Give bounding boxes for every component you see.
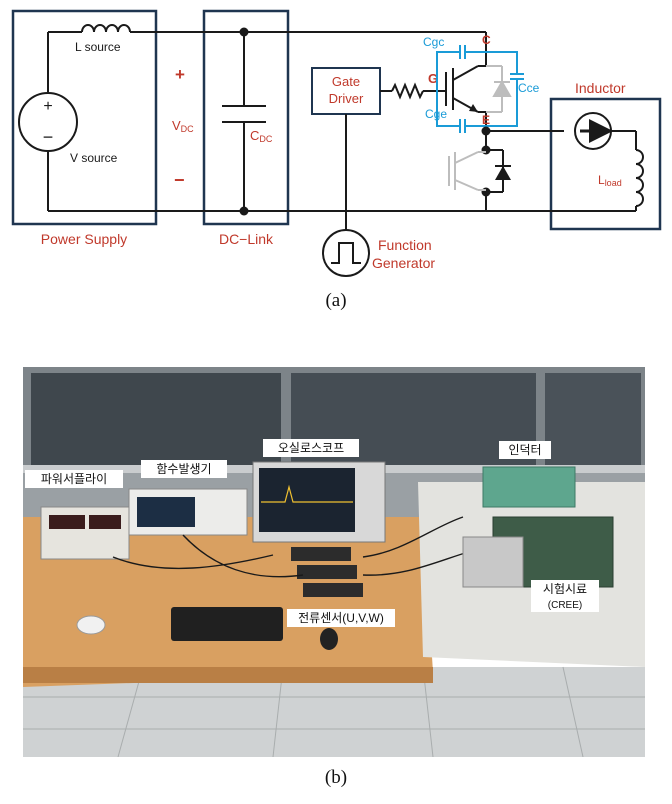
cgc-label: Cgc	[423, 35, 444, 49]
dc-link-box	[202, 9, 290, 226]
vsource-minus: −	[43, 127, 54, 147]
window-right	[545, 373, 641, 465]
bus-wires	[156, 31, 486, 212]
inductor-box	[549, 97, 662, 231]
cge-label: Cge	[425, 107, 447, 121]
gate-driver-line2: Driver	[329, 91, 364, 106]
l-source-label: L source	[75, 40, 121, 54]
svg-text:전류센서(U,V,W): 전류센서(U,V,W)	[298, 611, 384, 625]
lab-photo: 파워서플라이 함수발생기 오실로스코프 인덕터 전류센서(U,V,W) 시험시료…	[23, 367, 645, 757]
svg-text:시험시료: 시험시료	[543, 582, 587, 596]
mouse-white	[76, 615, 106, 635]
upper-igbt-icon	[445, 32, 487, 131]
svg-text:오실로스코프: 오실로스코프	[278, 441, 344, 455]
fixture-plate	[462, 536, 524, 588]
lower-igbt-icon	[448, 151, 486, 191]
label-current-sensor: 전류센서(U,V,W)	[287, 609, 395, 627]
dc-link-label: DC−Link	[219, 231, 274, 247]
scope-trace	[261, 484, 353, 503]
caption-a: (a)	[325, 290, 347, 311]
circuit-diagram: + − L source V source + − VDC CDC Gate D…	[11, 9, 662, 277]
dc-node-bottom	[239, 206, 249, 216]
inductor-unit	[482, 466, 576, 508]
svg-text:파워서플라이: 파워서플라이	[41, 472, 107, 486]
dc-minus-label: −	[174, 170, 185, 190]
window-left	[31, 373, 281, 465]
keyboard	[171, 607, 283, 641]
fg-screen	[137, 497, 195, 527]
function-generator-line2: Generator	[372, 255, 435, 271]
label-function-generator: 함수발생기	[141, 460, 227, 478]
lower-diode-icon	[495, 165, 511, 180]
cdc-label: CDC	[250, 128, 273, 144]
lower-node-top	[481, 145, 491, 155]
node-g-label: G	[428, 71, 438, 86]
node-e-label: E	[482, 113, 490, 127]
label-test-sample: 시험시료 (CREE)	[531, 580, 599, 612]
cce-label: Cce	[518, 81, 540, 95]
pulse-wave-icon	[331, 242, 361, 264]
scope-screen	[259, 468, 355, 532]
current-sensor-boxes	[291, 547, 363, 597]
svg-text:인덕터: 인덕터	[508, 443, 541, 457]
power-supply-wiring	[47, 24, 156, 212]
gate-driver-line1: Gate	[332, 74, 360, 89]
svg-text:함수발생기: 함수발생기	[156, 462, 211, 476]
power-supply-box	[11, 9, 158, 226]
vdc-label: VDC	[172, 118, 194, 134]
v-source-label: V source	[70, 151, 118, 165]
upper-diode-icon	[486, 65, 512, 113]
mouse-black	[320, 628, 338, 650]
inductor-title: Inductor	[575, 80, 626, 96]
dc-plus-label: +	[175, 65, 185, 84]
power-supply-label: Power Supply	[41, 231, 127, 247]
ps-display	[49, 515, 85, 529]
load-inductor-icon	[611, 130, 644, 211]
svg-text:(CREE): (CREE)	[548, 600, 582, 611]
gate-resistor-icon	[380, 82, 446, 100]
power-supply-unit	[40, 506, 130, 560]
table-edge	[23, 667, 433, 683]
label-inductor: 인덕터	[499, 441, 551, 459]
dc-node-top	[239, 27, 249, 37]
label-oscilloscope: 오실로스코프	[263, 439, 359, 457]
voltage-source-icon: + −	[18, 92, 78, 152]
lower-node-bottom	[481, 187, 491, 197]
label-power-supply: 파워서플라이	[25, 470, 123, 488]
current-probe-icon	[574, 112, 613, 150]
parasitic-capacitance-network	[436, 45, 524, 133]
caption-b: (b)	[324, 767, 348, 788]
function-generator-line1: Function	[378, 237, 432, 253]
node-c-label: C	[482, 33, 491, 47]
ps-display-2	[89, 515, 121, 529]
function-generator-icon	[322, 229, 370, 277]
l-load-label: Lload	[598, 173, 622, 188]
half-bridge-wiring	[485, 130, 636, 212]
vsource-plus: +	[43, 98, 52, 115]
upper-igbt-arrow	[469, 104, 478, 112]
